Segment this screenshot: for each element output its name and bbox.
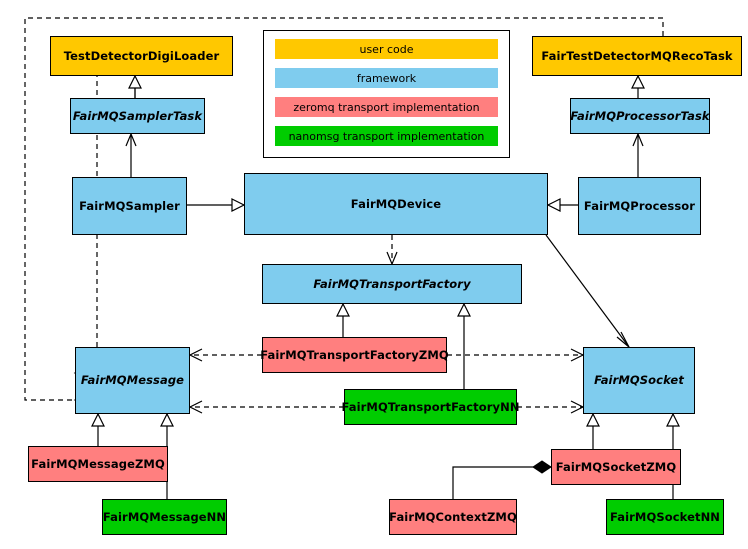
legend-item-nanomsg: nanomsg transport implementation bbox=[275, 126, 498, 146]
class-label: FairMQTransportFactoryNN bbox=[341, 399, 520, 414]
arrowhead-open-message-tfnn bbox=[188, 400, 203, 414]
arrowhead-generalization-message-zmq bbox=[91, 412, 105, 427]
class-box-fairmqprocessor[interactable]: FairMQProcessor bbox=[578, 177, 701, 235]
arrowhead-generalization-device-left bbox=[231, 198, 246, 212]
arrowhead-open-socket-tfnn bbox=[570, 400, 585, 414]
arrowhead-open-processortask bbox=[632, 132, 644, 147]
class-label: FairMQContextZMQ bbox=[389, 509, 517, 524]
arrowhead-generalization-digiloader bbox=[128, 74, 142, 89]
class-box-testdetectordigiloader[interactable]: TestDetectorDigiLoader bbox=[50, 36, 233, 76]
arrowhead-generalization-message-nn bbox=[160, 412, 174, 427]
class-label: FairMQSocket bbox=[594, 373, 684, 388]
class-label: FairMQMessageNN bbox=[102, 509, 227, 524]
class-box-fairmqdevice[interactable]: FairMQDevice bbox=[244, 173, 548, 235]
class-label: FairMQTransportFactory bbox=[313, 276, 471, 291]
class-label: FairMQProcessorTask bbox=[570, 108, 710, 123]
class-label: FairMQSocketNN bbox=[609, 509, 721, 524]
edge-device-socket bbox=[545, 234, 630, 348]
arrowhead-open-samplertask bbox=[125, 132, 137, 147]
arrowhead-open-message-tfzmq bbox=[188, 348, 203, 362]
class-box-fairmqmessagenn[interactable]: FairMQMessageNN bbox=[102, 499, 227, 535]
diamond-composition-socketzmq bbox=[532, 460, 552, 474]
legend-panel: user code framework zeromq transport imp… bbox=[263, 30, 510, 158]
class-box-fairmqtransportfactorynn[interactable]: FairMQTransportFactoryNN bbox=[341, 389, 520, 425]
arrowhead-generalization-tf-nn bbox=[457, 302, 471, 317]
legend-label: framework bbox=[356, 71, 417, 85]
class-box-fairmqprocessortask[interactable]: FairMQProcessorTask bbox=[570, 98, 710, 134]
arrowhead-open-socket-tfzmq bbox=[570, 348, 585, 362]
class-box-fairmqsamplertask[interactable]: FairMQSamplerTask bbox=[70, 98, 205, 134]
class-label: FairMQSocketZMQ bbox=[555, 459, 677, 474]
arrowhead-open-transportfactory bbox=[386, 251, 398, 266]
legend-item-zeromq: zeromq transport implementation bbox=[275, 97, 498, 117]
class-box-fairmqsocket[interactable]: FairMQSocket bbox=[583, 347, 695, 414]
class-label: FairMQMessageZMQ bbox=[31, 456, 165, 471]
edge-contextzmq-socketzmq bbox=[452, 466, 551, 499]
arrowhead-generalization-socket-nn bbox=[666, 412, 680, 427]
class-box-fairmqsocketzmq[interactable]: FairMQSocketZMQ bbox=[551, 449, 681, 485]
class-box-fairtestdetectormqrecotask[interactable]: FairTestDetectorMQRecoTask bbox=[532, 36, 742, 76]
class-label: FairMQProcessor bbox=[583, 198, 696, 213]
class-box-fairmqmessagezmq[interactable]: FairMQMessageZMQ bbox=[28, 446, 168, 482]
legend-item-framework: framework bbox=[275, 68, 498, 88]
arrowhead-generalization-device-right bbox=[546, 198, 561, 212]
class-box-fairmqtransportfactory[interactable]: FairMQTransportFactory bbox=[262, 264, 522, 304]
class-label: FairMQSamplerTask bbox=[72, 108, 203, 123]
class-box-fairmqcontextzmq[interactable]: FairMQContextZMQ bbox=[389, 499, 517, 535]
arrowhead-open-socket-top bbox=[616, 331, 630, 348]
legend-label: nanomsg transport implementation bbox=[288, 129, 485, 143]
class-box-fairmqsocketnn[interactable]: FairMQSocketNN bbox=[606, 499, 724, 535]
arrowhead-generalization-recotask bbox=[631, 74, 645, 89]
class-label: FairMQDevice bbox=[350, 196, 442, 211]
class-box-fairmqsampler[interactable]: FairMQSampler bbox=[72, 177, 187, 235]
class-label: FairMQMessage bbox=[80, 373, 185, 388]
class-label: TestDetectorDigiLoader bbox=[63, 48, 220, 63]
legend-item-user-code: user code bbox=[275, 39, 498, 59]
class-box-fairmqtransportfactoryzmq[interactable]: FairMQTransportFactoryZMQ bbox=[260, 337, 449, 373]
class-box-fairmqmessage[interactable]: FairMQMessage bbox=[75, 347, 190, 414]
legend-label: user code bbox=[359, 42, 414, 56]
legend-label: zeromq transport implementation bbox=[293, 100, 480, 114]
class-label: FairTestDetectorMQRecoTask bbox=[541, 48, 733, 63]
arrowhead-generalization-socket-zmq bbox=[586, 412, 600, 427]
class-label: FairMQTransportFactoryZMQ bbox=[260, 347, 449, 362]
arrowhead-generalization-tf-zmq bbox=[336, 302, 350, 317]
class-label: FairMQSampler bbox=[79, 198, 180, 213]
